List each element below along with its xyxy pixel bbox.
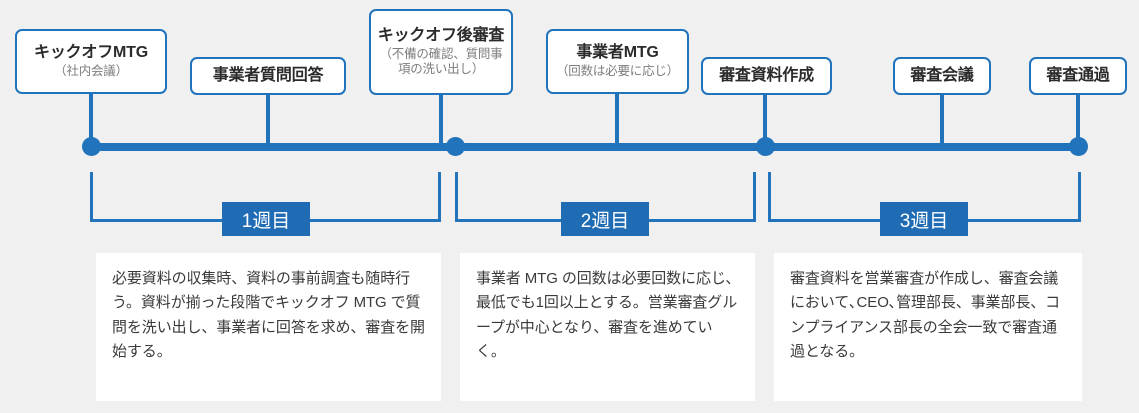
connector-stem-review-meeting <box>940 95 944 148</box>
week-chip-3[interactable]: 3週目 <box>880 202 968 236</box>
node-title: キックオフ後審査 <box>377 26 505 44</box>
connector-stem-kickoff-mtg <box>89 94 93 148</box>
week-bracket-1-right <box>438 172 441 222</box>
connector-stem-post-kickoff-review <box>439 95 443 148</box>
node-title: キックオフMTG <box>34 43 148 61</box>
timeline-dot-1[interactable] <box>82 137 101 156</box>
week-chip-2[interactable]: 2週目 <box>561 202 649 236</box>
node-title: 審査通過 <box>1046 66 1110 84</box>
node-box-vendor-qa[interactable]: 事業者質問回答 <box>190 57 346 95</box>
week-chip-label: 2週目 <box>580 210 630 232</box>
node-box-review-passed[interactable]: 審査通過 <box>1029 57 1127 95</box>
description-panel-week-2: 事業者 MTG の回数は必要回数に応じ､最低でも1回以上とする。営業審査グループ… <box>460 253 755 401</box>
node-title: 事業者質問回答 <box>212 66 324 84</box>
timeline-dot-2[interactable] <box>446 137 465 156</box>
connector-stem-vendor-mtg <box>615 94 619 148</box>
week-chip-label: 1週目 <box>241 210 291 232</box>
node-box-kickoff-mtg[interactable]: キックオフMTG （社内会議） <box>15 29 167 94</box>
node-box-post-kickoff-review[interactable]: キックオフ後審査 （不備の確認、質問事項の洗い出し） <box>369 9 513 95</box>
description-panel-week-1: 必要資料の収集時、資料の事前調査も随時行う。資料が揃った段階でキックオフ MTG… <box>96 253 441 401</box>
week-bracket-1-left <box>90 172 93 222</box>
node-box-vendor-mtg[interactable]: 事業者MTG （回数は必要に応じ） <box>546 29 689 94</box>
week-chip-label: 3週目 <box>899 210 949 232</box>
node-subtitle: （回数は必要に応じ） <box>555 63 679 78</box>
description-panel-week-3: 審査資料を営業審査が作成し、審査会議において､CEO､管理部長、事業部長、コンプ… <box>774 253 1082 401</box>
description-text: 必要資料の収集時、資料の事前調査も随時行う。資料が揃った段階でキックオフ MTG… <box>112 270 425 360</box>
connector-stem-review-docs <box>763 95 767 148</box>
node-subtitle: （不備の確認、質問事項の洗い出し） <box>379 46 503 76</box>
week-bracket-3-left <box>768 172 771 222</box>
timeline-dot-3[interactable] <box>756 137 775 156</box>
node-box-review-docs[interactable]: 審査資料作成 <box>701 57 832 95</box>
description-text: 審査資料を営業審査が作成し、審査会議において､CEO､管理部長、事業部長、コンプ… <box>790 270 1061 360</box>
node-title: 事業者MTG <box>576 43 659 61</box>
node-title: 審査資料作成 <box>719 66 814 84</box>
connector-stem-vendor-qa <box>266 95 270 148</box>
week-bracket-3-right <box>1078 172 1081 222</box>
node-box-review-meeting[interactable]: 審査会議 <box>893 57 991 95</box>
timeline-dot-4[interactable] <box>1069 137 1088 156</box>
node-title: 審査会議 <box>910 66 974 84</box>
node-subtitle: （社内会議） <box>54 63 128 78</box>
timeline-axis <box>86 143 1082 151</box>
week-bracket-2-left <box>455 172 458 222</box>
description-text: 事業者 MTG の回数は必要回数に応じ､最低でも1回以上とする。営業審査グループ… <box>476 270 738 360</box>
week-chip-1[interactable]: 1週目 <box>222 202 310 236</box>
connector-stem-review-passed <box>1076 95 1080 148</box>
week-bracket-2-right <box>753 172 756 222</box>
